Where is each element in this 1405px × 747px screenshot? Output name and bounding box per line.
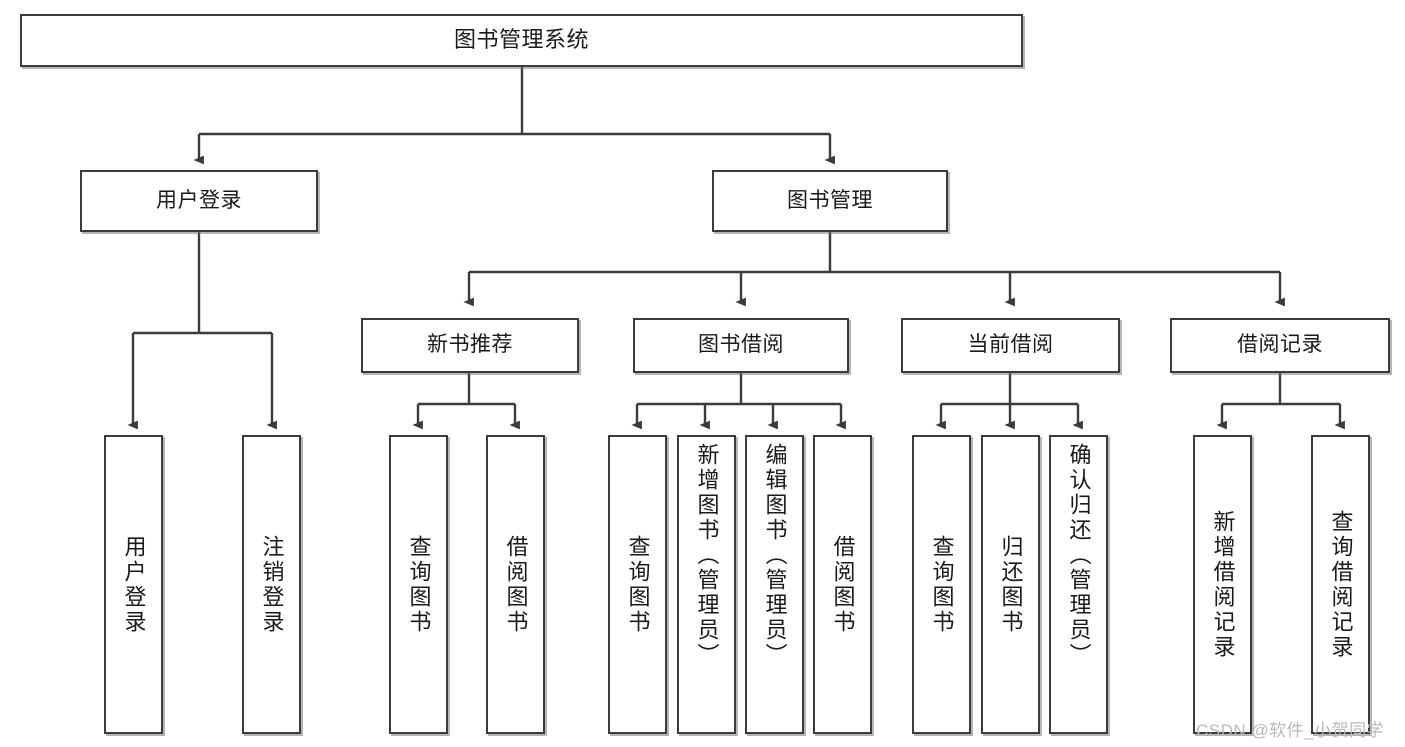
node-label: 用户登录	[121, 534, 147, 635]
leaf-confirm-return-admin[interactable]: 确认归还（管理员）	[1049, 435, 1108, 734]
node-label: 图书管理系统	[453, 27, 589, 53]
node-user-login[interactable]: 用户登录	[80, 170, 318, 232]
node-book-borrow[interactable]: 图书借阅	[633, 318, 849, 373]
node-label: 确认归还（管理员）	[1066, 443, 1092, 668]
node-label: 查询图书	[929, 534, 955, 635]
node-root-book-management-system[interactable]: 图书管理系统	[20, 14, 1023, 67]
leaf-query-book-current[interactable]: 查询图书	[912, 435, 971, 734]
leaf-query-book-borrow[interactable]: 查询图书	[608, 435, 667, 734]
leaf-query-borrow-record[interactable]: 查询借阅记录	[1311, 435, 1370, 734]
node-label: 当前借阅	[967, 333, 1054, 357]
leaf-user-login[interactable]: 用户登录	[104, 435, 163, 734]
leaf-add-borrow-record[interactable]: 新增借阅记录	[1193, 435, 1252, 734]
node-label: 用户登录	[156, 188, 242, 212]
node-book-management[interactable]: 图书管理	[712, 170, 948, 232]
leaf-add-book-admin[interactable]: 新增图书（管理员）	[677, 435, 736, 734]
node-label: 注销登录	[259, 534, 285, 635]
node-label: 归还图书	[998, 534, 1024, 635]
leaf-return-book[interactable]: 归还图书	[981, 435, 1040, 734]
node-label: 新增图书（管理员）	[694, 443, 720, 668]
node-label: 查询借阅记录	[1328, 509, 1354, 660]
node-borrow-record[interactable]: 借阅记录	[1170, 318, 1390, 373]
node-label: 新增借阅记录	[1210, 509, 1236, 660]
node-label: 借阅图书	[503, 534, 529, 635]
leaf-query-book-recommend[interactable]: 查询图书	[389, 435, 448, 734]
node-label: 查询图书	[625, 534, 651, 635]
csdn-watermark: CSDN @软件_小贺同学	[1196, 721, 1385, 740]
node-new-book-recommend[interactable]: 新书推荐	[361, 318, 579, 373]
node-label: 图书管理	[787, 188, 873, 212]
leaf-borrow-book[interactable]: 借阅图书	[813, 435, 872, 734]
leaf-edit-book-admin[interactable]: 编辑图书（管理员）	[745, 435, 804, 734]
node-label: 图书借阅	[698, 333, 784, 357]
node-current-borrow[interactable]: 当前借阅	[901, 318, 1120, 373]
node-label: 借阅记录	[1237, 333, 1323, 357]
node-label: 借阅图书	[830, 534, 856, 635]
leaf-logout-login[interactable]: 注销登录	[242, 435, 301, 734]
node-label: 编辑图书（管理员）	[762, 443, 788, 668]
node-label: 查询图书	[406, 534, 432, 635]
node-label: 新书推荐	[427, 333, 513, 357]
leaf-borrow-book-recommend[interactable]: 借阅图书	[486, 435, 545, 734]
